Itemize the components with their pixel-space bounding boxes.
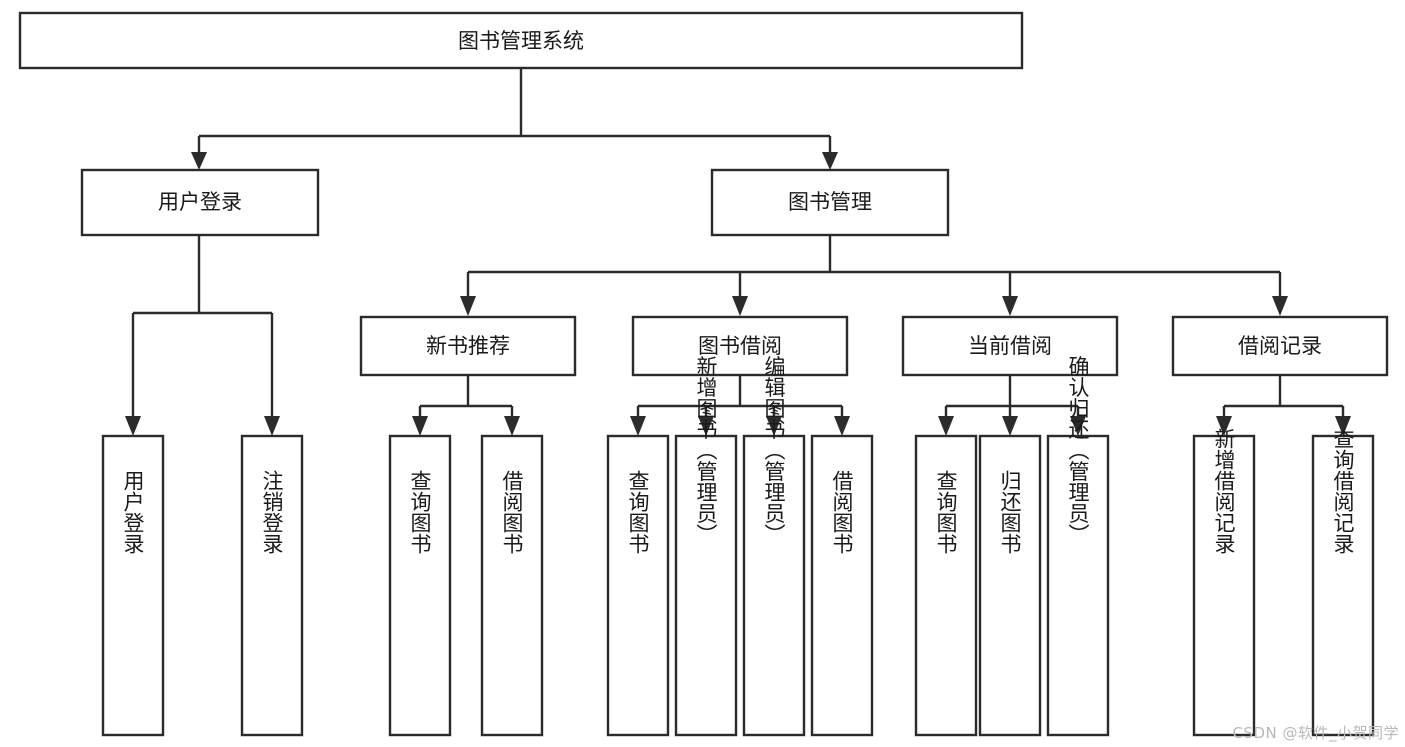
node-book-borrow-box[interactable] [631,315,849,377]
node-book-management[interactable]: 图书管理 [710,168,950,237]
arrow-head-currentborrow-leaf3 [1070,416,1086,436]
node-user-login-box[interactable] [80,168,320,237]
node-leaf-record-add[interactable]: 新增借阅记录 [1192,428,1256,737]
node-leaf-current-confirm-return-box[interactable] [1046,434,1110,737]
node-leaf-borrow-query-book-box[interactable] [606,434,670,737]
arrow-head-borrow-record [1272,296,1288,316]
arrow-head-leaf-logout [264,416,280,436]
node-leaf-newbook-borrow-book[interactable]: 借阅图书 [480,434,544,737]
arrow-head-new-book [460,296,476,316]
node-book-borrow[interactable]: 图书借阅 [631,315,849,377]
arrow-head-bookborrow-leaf3 [766,416,782,436]
node-user-login[interactable]: 用户登录 [80,168,320,237]
csdn-watermark: CSDN @软件_小贺同学 [1232,724,1399,742]
node-current-borrow-label: 当前借阅 [968,334,1052,358]
node-leaf-record-query[interactable]: 查询借阅记录 [1311,428,1375,737]
node-leaf-borrow-borrow-book-box[interactable] [810,434,874,737]
arrow-head-user-login [191,152,207,170]
connector-group [125,68,1351,436]
node-current-borrow-box[interactable] [901,315,1119,377]
node-leaf-current-confirm-return-label: 确认归还（管理员） [1066,356,1090,545]
node-leaf-newbook-borrow-book-box[interactable] [480,434,544,737]
node-borrow-record-box[interactable] [1171,315,1389,377]
node-leaf-borrow-borrow-book[interactable]: 借阅图书 [810,434,874,737]
node-leaf-borrow-query-book[interactable]: 查询图书 [606,434,670,737]
node-book-borrow-label: 图书借阅 [698,334,782,358]
node-leaf-user-login[interactable]: 用户登录 [101,434,165,737]
node-current-borrow[interactable]: 当前借阅 [901,315,1119,377]
arrow-head-currentborrow-leaf2 [1002,416,1018,436]
arrow-head-book-borrow [732,296,748,316]
arrow-head-bookborrow-leaf4 [834,416,850,436]
node-leaf-newbook-borrow-book-label: 借阅图书 [500,470,524,554]
arrow-head-current-borrow [1002,296,1018,316]
node-leaf-newbook-query-book-box[interactable] [388,434,452,737]
node-book-management-box[interactable] [710,168,950,237]
node-leaf-borrow-edit-book-box[interactable] [742,434,806,737]
node-borrow-record-label: 借阅记录 [1238,334,1322,358]
node-leaf-current-return-book[interactable]: 归还图书 [978,434,1042,737]
node-book-management-label: 图书管理 [788,190,872,214]
arrow-head-leaf-user-login [125,416,141,436]
node-leaf-borrow-query-book-label: 查询图书 [626,470,650,554]
node-root[interactable]: 图书管理系统 [18,11,1024,70]
node-leaf-current-return-book-label: 归还图书 [998,470,1022,554]
node-new-book-recommend-box[interactable] [359,315,577,377]
arrow-head-currentborrow-leaf1 [938,416,954,436]
arrow-head-newbook-leaf2 [504,416,520,436]
node-root-label: 图书管理系统 [458,29,584,53]
node-leaf-borrow-edit-book-label: 编辑图书（管理员） [762,356,786,545]
node-new-book-recommend[interactable]: 新书推荐 [359,315,577,377]
node-leaf-logout[interactable]: 注销登录 [240,434,304,737]
node-leaf-logout-box[interactable] [240,434,304,737]
node-leaf-current-query-book-box[interactable] [914,434,978,737]
node-leaf-current-query-book[interactable]: 查询图书 [914,434,978,737]
node-leaf-borrow-add-book-box[interactable] [674,434,738,737]
node-leaf-borrow-edit-book[interactable]: 编辑图书（管理员） [742,356,806,737]
node-leaf-newbook-query-book[interactable]: 查询图书 [388,434,452,737]
arrow-head-borrowrecord-leaf2 [1335,416,1351,436]
arrow-head-borrowrecord-leaf1 [1216,416,1232,436]
arrow-head-bookborrow-leaf2 [698,416,714,436]
node-user-login-label: 用户登录 [158,190,242,214]
arrow-head-book-mgmt [822,152,838,170]
node-leaf-current-query-book-label: 查询图书 [934,470,958,554]
node-leaf-borrow-add-book-label: 新增图书（管理员） [694,356,718,545]
node-leaf-logout-label: 注销登录 [260,470,284,554]
node-leaf-borrow-borrow-book-label: 借阅图书 [830,470,854,554]
node-leaf-current-return-book-box[interactable] [978,434,1042,737]
node-leaf-record-query-box[interactable] [1311,434,1375,737]
arrow-head-newbook-leaf1 [412,416,428,436]
node-leaf-record-query-label: 查询借阅记录 [1331,428,1355,554]
node-leaf-user-login-label: 用户登录 [121,470,145,554]
node-leaf-newbook-query-book-label: 查询图书 [408,470,432,554]
node-leaf-user-login-box[interactable] [101,434,165,737]
node-root-box[interactable] [18,11,1024,70]
node-borrow-record[interactable]: 借阅记录 [1171,315,1389,377]
node-new-book-recommend-label: 新书推荐 [426,334,510,358]
node-leaf-record-add-label: 新增借阅记录 [1212,428,1236,554]
arrow-head-bookborrow-leaf1 [630,416,646,436]
node-leaf-borrow-add-book[interactable]: 新增图书（管理员） [674,356,738,737]
node-leaf-record-add-box[interactable] [1192,434,1256,737]
node-leaf-current-confirm-return[interactable]: 确认归还（管理员） [1046,356,1110,737]
